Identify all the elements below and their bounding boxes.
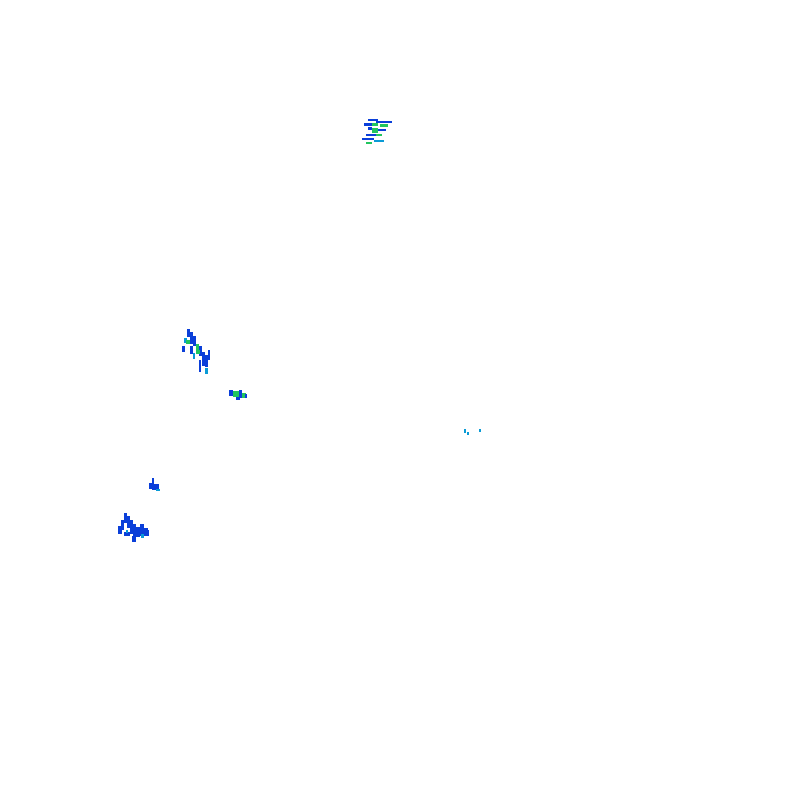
cell-east-isolated [464,429,481,435]
echo-pixel [132,536,136,542]
cell-southwest-small [149,478,160,491]
echo-pixel [467,432,469,435]
echo-pixel [193,336,196,346]
echo-pixel [199,346,202,356]
echo-pixel [376,121,392,123]
echo-pixel [141,534,144,538]
cell-north-center [362,119,392,144]
echo-pixel [190,332,193,344]
echo-pixel [208,350,210,360]
echo-pixel [205,368,208,374]
echo-pixel [229,390,233,396]
echo-pixel [376,134,382,136]
echo-pixel [362,138,374,140]
echo-pixel [190,346,193,354]
echo-pixel [154,484,159,490]
echo-pixel [233,391,239,397]
echo-pixel [366,142,372,144]
cell-west-upper [182,329,210,374]
echo-pixel [242,393,246,398]
echo-pixel [127,516,130,528]
echo-pixel [368,119,378,121]
echo-pixel [118,526,122,534]
echo-pixel [126,530,128,533]
echo-pixel [372,128,378,133]
echo-pixel [364,123,372,126]
echo-pixel [479,429,481,432]
echo-pixel [136,527,140,537]
echo-pixel [130,520,133,534]
cell-west-middle [229,390,247,400]
echo-pixel [196,350,200,354]
cell-southwest-large [118,513,149,542]
echo-pixel [182,346,185,352]
echo-pixel [372,123,378,126]
echo-pixel [121,520,124,530]
echo-pixel [378,129,386,131]
echo-pixel [205,355,208,367]
echo-pixel [147,530,149,536]
echo-pixel [368,127,372,130]
echo-pixel [133,524,136,536]
echo-pixel [140,524,144,536]
echo-pixel [464,429,466,433]
echo-pixel [193,353,195,359]
echo-pixel [199,360,201,372]
echo-pixel [149,483,152,489]
echo-pixel [236,397,240,400]
echo-pixel [380,124,388,127]
echo-pixel [245,394,247,398]
echo-pixel [144,528,148,536]
echo-pixel [366,134,376,136]
echo-pixel [124,532,130,536]
echo-pixel [187,329,190,337]
echo-pixel [124,513,127,523]
echo-pixel [156,489,160,491]
echo-pixel [184,338,187,343]
echo-pixel [374,140,384,142]
echo-pixel [202,352,205,366]
echo-pixel [152,478,154,490]
echo-pixel [196,344,199,350]
echo-pixel [239,390,242,398]
echo-pixel [186,340,190,344]
